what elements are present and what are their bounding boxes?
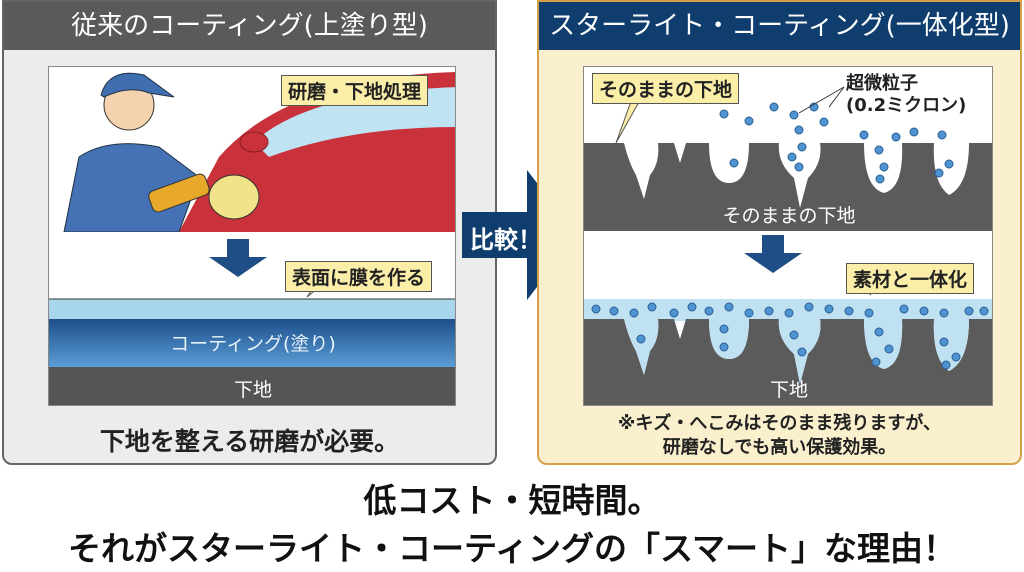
conventional-illustration: 研磨・下地処理 表面に膜を作る コーティング(塗り) 下地 bbox=[48, 66, 456, 406]
conventional-coating-panel: 従来のコーティング(上塗り型) 研磨・下地処理 表面に膜を作る コーティング(塗… bbox=[2, 0, 497, 465]
tag-film: 表面に膜を作る bbox=[285, 261, 433, 292]
polishing-illustration bbox=[49, 72, 455, 405]
coating-layer bbox=[49, 319, 455, 367]
surface-diagram bbox=[584, 86, 992, 405]
raw-surface bbox=[584, 143, 992, 231]
base-surface-label: 下地 bbox=[769, 379, 808, 401]
car-mirror bbox=[239, 131, 269, 153]
starlight-coating-panel: スターライト・コーティング(一体化型) そのままの下地 超微粒子 (0.2ミクロ… bbox=[537, 0, 1022, 465]
coating-layer-label: コーティング(塗り) bbox=[170, 333, 336, 355]
footer-line-2: それがスターライト・コーティングの「スマート」な理由！ bbox=[67, 529, 957, 568]
starlight-title: スターライト・コーティング(一体化型) bbox=[539, 2, 1020, 50]
raw-surface-label: そのままの下地 bbox=[722, 205, 856, 227]
compare-label: 比較！ bbox=[470, 226, 542, 254]
footer-line-1: 低コスト・短時間。 bbox=[363, 481, 661, 520]
particle-label: 超微粒子 (0.2ミクロン) bbox=[846, 73, 966, 117]
conventional-title: 従来のコーティング(上塗り型) bbox=[4, 2, 495, 50]
polishing-pad bbox=[208, 174, 260, 220]
down-arrow-icon bbox=[744, 235, 802, 273]
starlight-illustration: そのままの下地 超微粒子 (0.2ミクロン) そのままの下地 素材と一体化 下地 bbox=[583, 66, 993, 406]
particles-bottom bbox=[591, 302, 989, 370]
polisher-tool-icon bbox=[148, 173, 210, 213]
note-line-2: 研磨なしでも高い保護効果。 bbox=[662, 437, 897, 458]
tag-polish: 研磨・下地処理 bbox=[281, 75, 429, 106]
worker-cap-icon bbox=[100, 72, 175, 98]
base-layer bbox=[49, 367, 455, 405]
particle-label-name: 超微粒子 bbox=[846, 73, 918, 94]
note-line-1: ※キズ・へこみはそのまま残りますが、 bbox=[617, 413, 942, 434]
base-layer-label: 下地 bbox=[233, 379, 272, 401]
tag-raw-base: そのままの下地 bbox=[592, 73, 740, 104]
conventional-caption: 下地を整える研磨が必要。 bbox=[99, 427, 400, 456]
particle-label-size: (0.2ミクロン) bbox=[846, 95, 967, 116]
starlight-note: ※キズ・へこみはそのまま残りますが、 研磨なしでも高い保護効果。 bbox=[539, 412, 1020, 460]
base-surface bbox=[584, 319, 992, 405]
tag-integrate: 素材と一体化 bbox=[846, 263, 975, 294]
down-arrow-icon bbox=[209, 239, 267, 277]
